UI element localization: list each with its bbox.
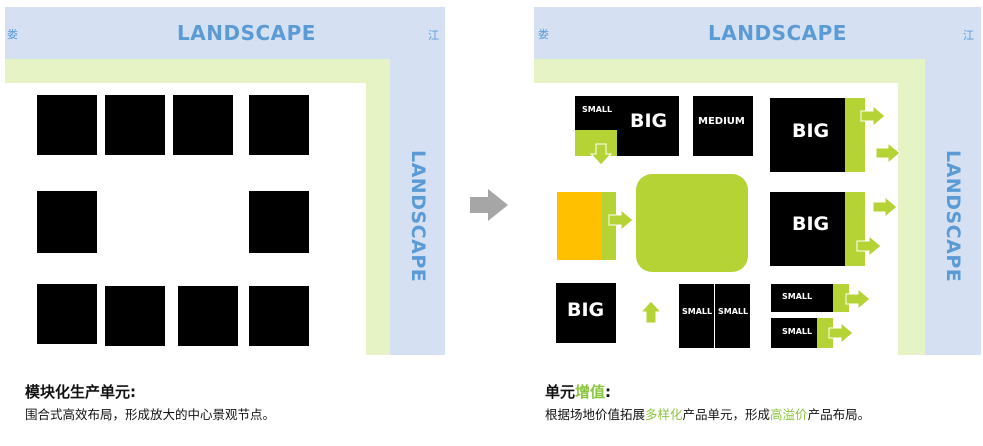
right-corner-label-left: 娄 [538,28,549,41]
unit-big-right-1 [770,98,845,172]
left-landscape-side-label: LANDSCAPE [407,150,429,283]
left-module [37,95,97,155]
right-caption-text-part2: 产品单元，形成 [682,407,771,422]
unit-small-right-1-green [833,284,849,312]
unit-medium-label: MEDIUM [698,116,745,127]
unit-big-right-2 [770,192,845,266]
unit-small-a-label: SMALL [682,307,713,316]
unit-small-b [715,284,750,348]
unit-big-bottom [556,283,616,343]
left-caption-title: 模块化生产单元: [25,383,136,401]
unit-big-bottom-label: BIG [567,299,605,321]
left-module [178,286,238,346]
left-corner-label-left: 娄 [7,28,18,41]
right-arrow-icon [856,235,882,257]
right-arrow-icon [872,196,898,218]
left-landscape-top-band [5,7,445,59]
unit-small-a [679,284,714,348]
unit-big-top [617,96,679,156]
unit-small-right-2-green [817,318,833,348]
right-landscape-side-band [925,7,981,355]
right-caption-text-hl2: 高溢价 [770,407,808,422]
unit-small-top [575,96,617,130]
right-caption-title-highlight: 增值 [575,383,606,401]
unit-big-right-1-green [845,98,865,172]
left-landscape-top-label: LANDSCAPE [177,21,316,45]
right-path-top [534,59,925,83]
left-module [37,191,97,253]
unit-small-right-2-label: SMALL [782,327,813,336]
unit-orange-green [602,192,616,260]
right-arrow-icon [608,209,634,231]
left-module [37,284,97,344]
left-module [105,95,165,155]
left-caption-text: 围合式高效布局，形成放大的中心景观节点。 [25,407,276,422]
right-arrow-icon [860,105,886,127]
right-arrow-icon [875,142,901,164]
right-caption-text-hl1: 多样化 [645,407,683,422]
right-landscape-top-label: LANDSCAPE [708,21,847,45]
unit-medium [693,96,753,156]
central-landscape-node [636,174,748,272]
left-landscape-side-band [390,7,445,355]
unit-small-top-label: SMALL [582,105,613,114]
up-arrow-icon [640,300,662,324]
right-corner-label-right: 江 [963,29,974,42]
right-caption-text-part3: 产品布局。 [807,407,871,422]
down-arrow-icon [590,143,612,166]
right-caption-title: 单元增值: [545,381,611,402]
unit-big-right-2-label: BIG [792,213,830,235]
right-caption-text-part1: 根据场地价值拓展 [545,407,646,422]
right-path-side [898,59,925,355]
right-caption-title-end: : [605,383,612,401]
left-module [249,286,309,346]
right-landscape-side-label: LANDSCAPE [942,150,964,283]
right-caption-text: 根据场地价值拓展多样化产品单元，形成高溢价产品布局。 [545,404,870,423]
left-module [249,191,309,253]
unit-small-right-1-label: SMALL [782,292,813,301]
transition-arrow-icon [470,189,508,221]
unit-small-b-label: SMALL [718,307,749,316]
unit-orange [557,192,602,260]
right-arrow-icon [845,288,871,310]
left-module [173,95,233,155]
right-arrow-icon [828,322,854,344]
left-path-side [366,59,390,355]
right-landscape-top-band [534,7,981,59]
unit-big-right-1-label: BIG [792,120,830,142]
right-caption-title-plain: 单元 [545,383,576,401]
left-module [249,95,309,155]
unit-small-right-2 [771,318,817,348]
left-corner-label-right: 江 [428,29,439,42]
unit-big-top-label: BIG [630,110,668,132]
left-path-top [5,59,390,83]
unit-small-right-1 [771,284,833,312]
left-module [105,286,165,346]
